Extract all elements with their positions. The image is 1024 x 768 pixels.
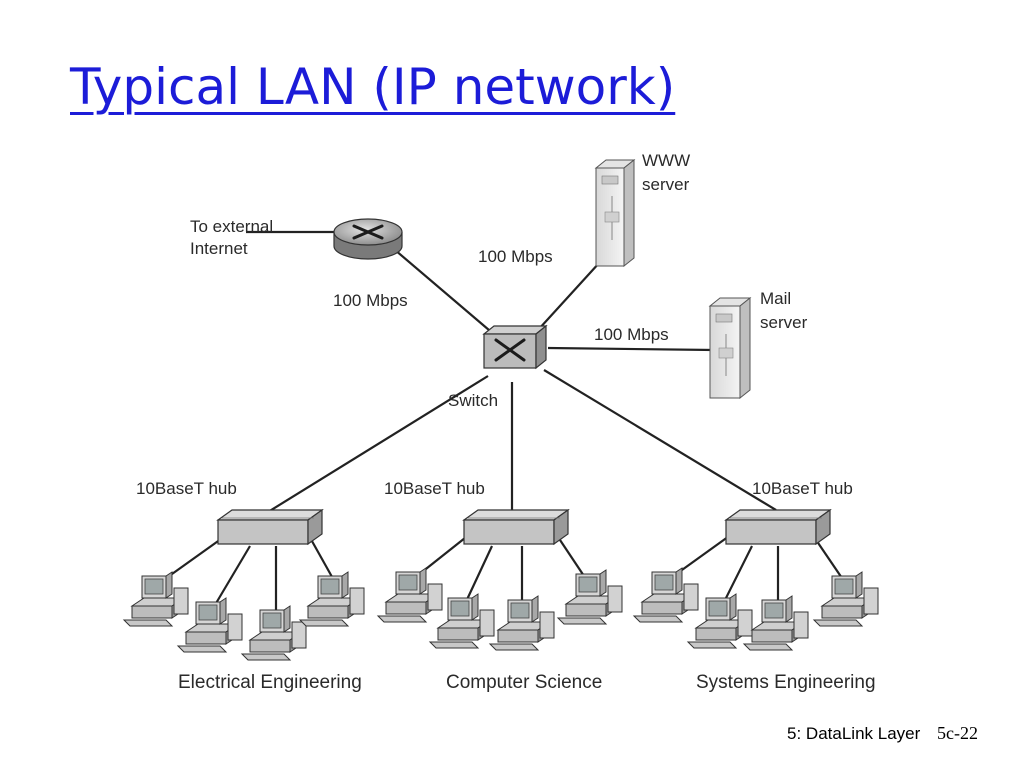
www-server-label-2: server [642,175,690,194]
slide-title: Typical LAN (IP network) [70,58,676,116]
workstations-electrical-engineering [123,571,365,661]
footer-slide-number: 5c-22 [937,723,978,743]
department-systems-engineering: Systems Engineering [696,672,876,693]
hub-icon-systems-engineering [725,509,831,545]
router-switch-link [387,243,497,337]
external-internet-label-1: To external [190,217,273,236]
mail-server-label-2: server [760,313,808,332]
hub-icon-computer-science [463,509,569,545]
mail-server-icon [708,296,752,400]
router-icon [333,218,403,260]
footer-chapter: 5: DataLink Layer [787,724,921,743]
hub-label-electrical-engineering: 10BaseT hub [136,479,237,498]
switch-label: Switch [448,391,498,410]
hub-label-systems-engineering: 10BaseT hub [752,479,853,498]
workstations-systems-engineering [633,567,879,651]
external-internet-label-2: Internet [190,239,248,258]
switch-icon [482,324,548,370]
slide-footer: 5: DataLink Layer 5c-22 [787,723,978,744]
department-electrical-engineering: Electrical Engineering [178,672,362,693]
switch-hub1-link [267,375,489,513]
department-computer-science: Computer Science [446,672,602,693]
mail-server-label-1: Mail [760,289,791,308]
www-server-link [537,261,601,331]
www-server-icon [594,158,636,268]
mail-link-speed: 100 Mbps [594,325,669,344]
www-link-speed: 100 Mbps [478,247,553,266]
hub-icon-electrical-engineering [217,509,323,545]
switch-hub3-link [543,369,777,511]
mail-server-link [547,346,715,352]
network-links [157,230,847,618]
www-server-label-1: WWW [642,151,690,170]
router-link-speed: 100 Mbps [333,291,408,310]
workstations-computer-science [377,567,623,651]
hub-label-computer-science: 10BaseT hub [384,479,485,498]
